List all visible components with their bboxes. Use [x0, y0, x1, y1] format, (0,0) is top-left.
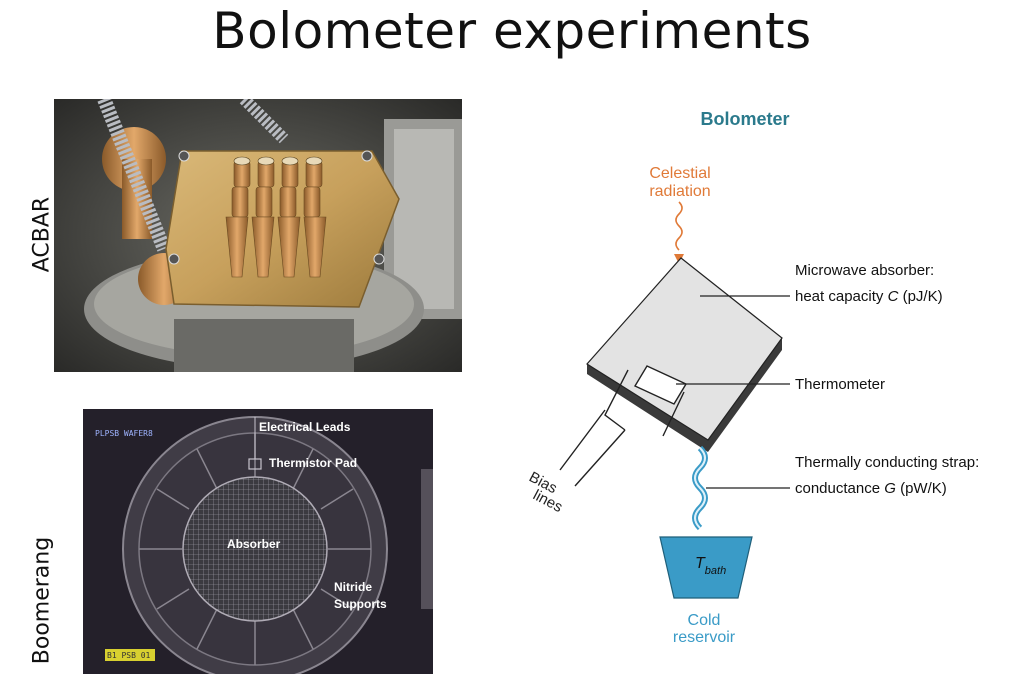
radiation-label: radiation [649, 183, 710, 200]
microwave-absorber [586, 257, 783, 441]
acbar-photo-illustration [54, 99, 462, 372]
slide-title: Bolometer experiments [212, 2, 812, 60]
cold-reservoir [659, 536, 753, 599]
label-nitride: Nitride [334, 580, 372, 594]
label-supports: Supports [334, 597, 387, 611]
reservoir-label: reservoir [673, 629, 736, 646]
bias-line-1 [559, 409, 606, 471]
lines-label: lines [530, 487, 565, 516]
thermometer-label: Thermometer [795, 376, 885, 393]
radiation-arrowhead [674, 254, 684, 264]
label-absorber: Absorber [227, 537, 281, 551]
conductance-label: conductance G (pW/K) [795, 480, 947, 497]
bolometer-diagram: Bolometer Celestial radiation Bias lines… [520, 100, 1024, 660]
bias-line-2 [574, 429, 626, 487]
acbar-photo [54, 99, 462, 372]
celestial-label: Celestial [649, 165, 710, 182]
boomerang-label: Boomerang [29, 536, 55, 665]
acbar-label: ACBAR [29, 196, 55, 273]
absorber-label: Microwave absorber: [795, 262, 934, 279]
tbath-label: Tbath [695, 555, 726, 577]
strap-label: Thermally conducting strap: [795, 454, 979, 471]
label-thermistor-pad: Thermistor Pad [269, 456, 357, 470]
bolometer-diagram-svg: Bolometer Celestial radiation Bias lines… [526, 109, 979, 646]
tag-wafer: PLPSB WAFER8 [95, 429, 153, 438]
label-electrical-leads: Electrical Leads [259, 420, 351, 434]
cold-label: Cold [688, 612, 721, 629]
tag-psb: B1 PSB 01 [107, 651, 151, 660]
boomerang-photo: Electrical Leads Thermistor Pad Absorber… [83, 409, 433, 674]
boomerang-photo-illustration: Electrical Leads Thermistor Pad Absorber… [83, 409, 433, 674]
thermometer-element [633, 365, 688, 405]
radiation-wave [675, 201, 683, 251]
heat-capacity-label: heat capacity C (pJ/K) [795, 288, 943, 305]
diagram-title: Bolometer [700, 109, 789, 129]
